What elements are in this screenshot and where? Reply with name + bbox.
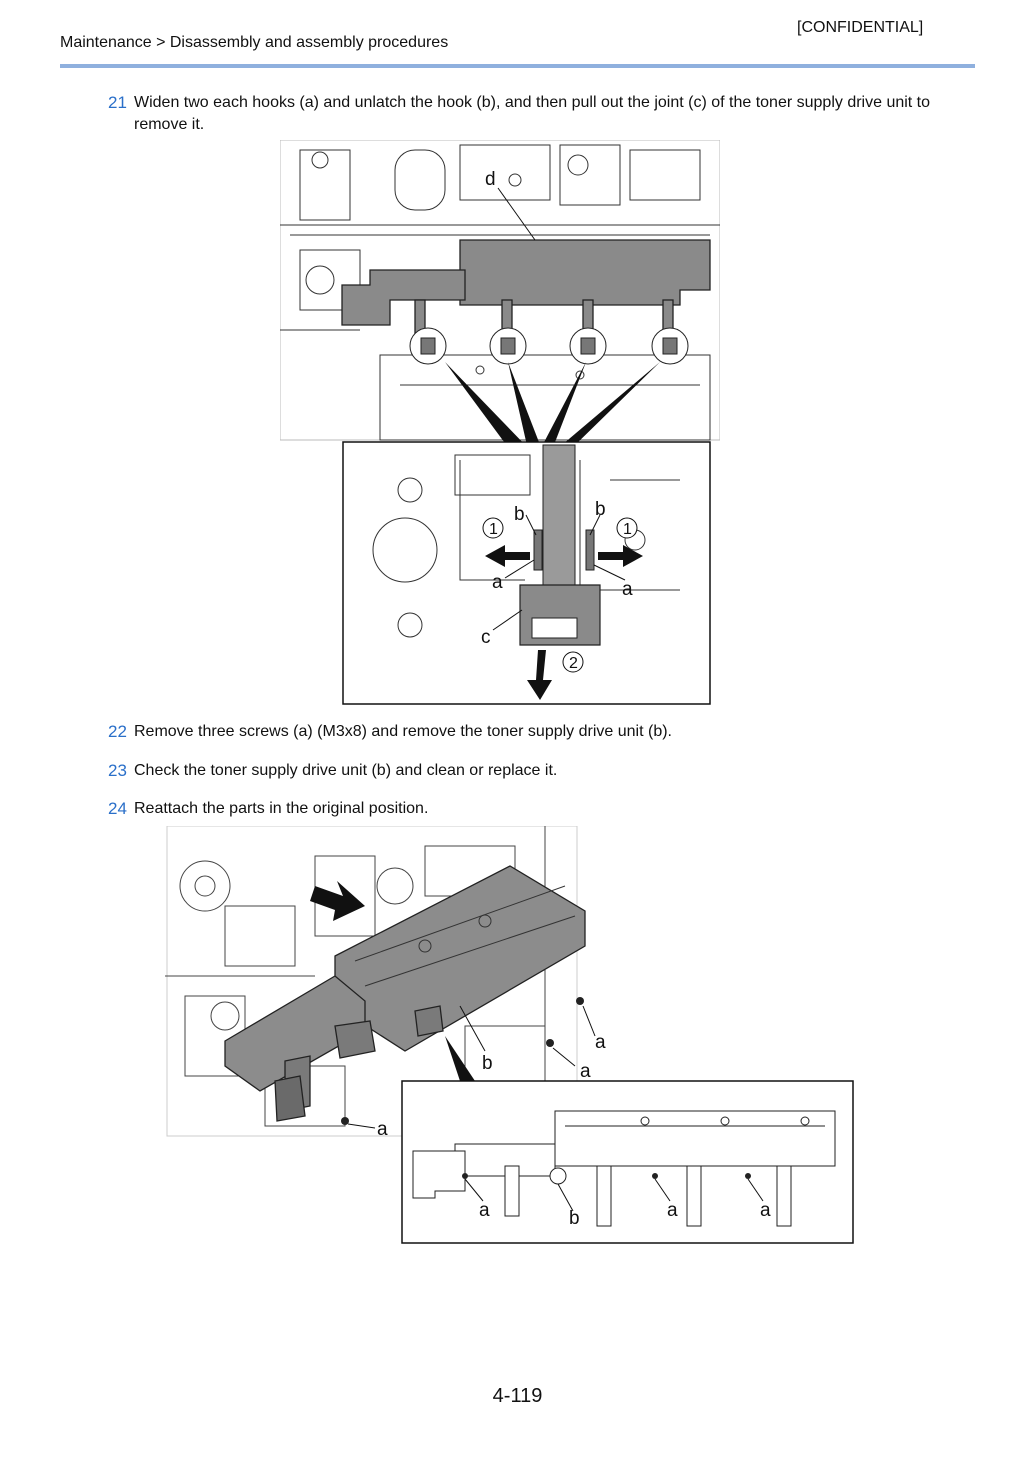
page-number: 4-119 bbox=[492, 1385, 543, 1407]
step-text: Remove three screws (a) (M3x8) and remov… bbox=[134, 723, 672, 740]
step-21: 21 Widen two each hooks (a) and unlatch … bbox=[108, 92, 978, 136]
step-24: 24 Reattach the parts in the original po… bbox=[108, 798, 978, 820]
figure-toner-drive-unit-overview: d bbox=[280, 140, 720, 710]
detail-label-a-3: a bbox=[760, 1200, 771, 1221]
step-2-marker: 2 bbox=[569, 655, 578, 672]
step-22: 22 Remove three screws (a) (M3x8) and re… bbox=[108, 721, 978, 743]
step-23: 23 Check the toner supply drive unit (b)… bbox=[108, 760, 978, 782]
step-text: Widen two each hooks (a) and unlatch the… bbox=[134, 94, 931, 133]
detail-label-b: b bbox=[569, 1208, 580, 1229]
label-a-left: a bbox=[492, 572, 503, 593]
header-rule bbox=[60, 64, 975, 68]
detail-label-a-2: a bbox=[667, 1200, 678, 1221]
step-number: 21 bbox=[108, 93, 127, 112]
detail-label-a-1: a bbox=[479, 1200, 490, 1221]
breadcrumb: Maintenance > Disassembly and assembly p… bbox=[60, 34, 449, 51]
label-a-1: a bbox=[595, 1032, 606, 1053]
label-a-3: a bbox=[377, 1119, 388, 1140]
label-a-2: a bbox=[580, 1061, 591, 1082]
confidential-label: [CONFIDENTIAL] bbox=[797, 19, 924, 36]
label-d: d bbox=[485, 169, 496, 190]
step-1-right-marker: 1 bbox=[623, 521, 632, 538]
step-text: Check the toner supply drive unit (b) an… bbox=[134, 762, 558, 779]
label-a-right: a bbox=[622, 579, 633, 600]
label-c: c bbox=[481, 627, 491, 648]
label-b: b bbox=[482, 1053, 493, 1074]
step-number: 23 bbox=[108, 761, 127, 780]
step-number: 22 bbox=[108, 722, 127, 741]
label-b-left: b bbox=[514, 504, 525, 525]
step-1-left-marker: 1 bbox=[489, 521, 498, 538]
step-text: Reattach the parts in the original posit… bbox=[134, 800, 429, 817]
label-b-right: b bbox=[595, 499, 606, 520]
step-number: 24 bbox=[108, 799, 127, 818]
figure-toner-drive-unit-removal: a a b a bbox=[165, 826, 857, 1246]
